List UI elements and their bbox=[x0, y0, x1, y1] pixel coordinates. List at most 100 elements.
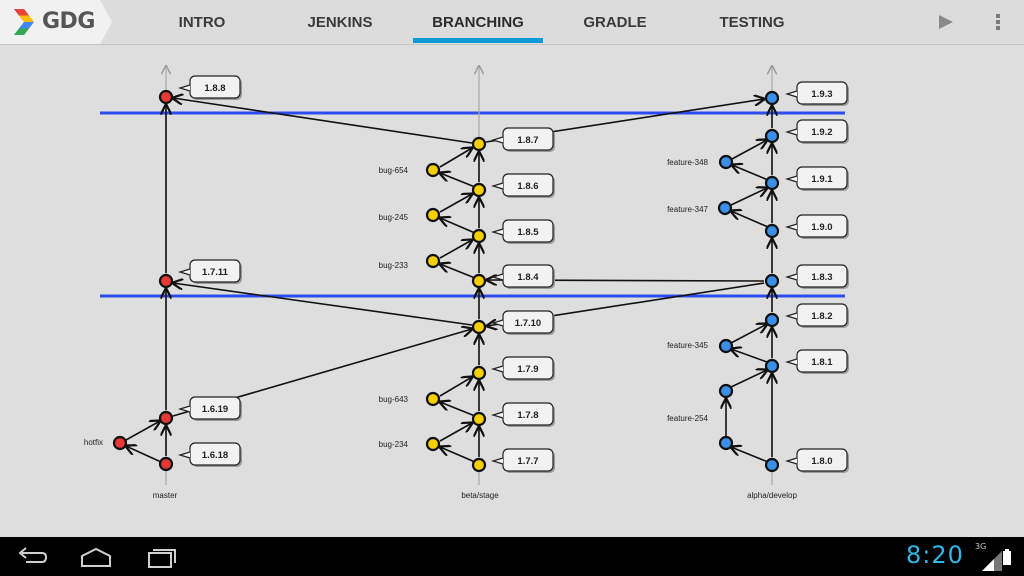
clock: 8:20 bbox=[906, 541, 964, 569]
version-label-master: 1.7.11 bbox=[177, 259, 242, 284]
commit-bug-3 bbox=[425, 391, 441, 407]
edge-bug-out bbox=[440, 447, 476, 463]
version-label-alpha-text: 1.8.0 bbox=[811, 456, 832, 467]
version-label-beta-text: 1.8.6 bbox=[517, 181, 538, 192]
commit-master-0 bbox=[158, 89, 174, 105]
version-label-alpha-pointer bbox=[784, 175, 798, 183]
commit-alpha-0 bbox=[764, 90, 780, 106]
version-label-beta-text: 1.7.9 bbox=[517, 364, 538, 375]
home-icon[interactable] bbox=[76, 542, 116, 572]
edge-feature-in bbox=[730, 370, 767, 388]
edge-feature-in bbox=[730, 188, 767, 206]
commit-alpha-6 bbox=[764, 358, 780, 374]
side-branch-bug: bug-643 bbox=[379, 395, 409, 404]
commit-bug-2 bbox=[425, 253, 441, 269]
recent-apps-icon[interactable] bbox=[141, 542, 181, 572]
tab-gradle[interactable]: GRADLE bbox=[583, 13, 647, 31]
edge-bug-out bbox=[440, 173, 476, 188]
version-label-beta-text: 1.8.7 bbox=[517, 135, 538, 146]
side-branch-feature: feature-347 bbox=[667, 205, 708, 214]
side-branch-hotfix: hotfix bbox=[84, 438, 103, 447]
version-label-master: 1.8.8 bbox=[177, 75, 242, 100]
version-label-alpha-pointer bbox=[784, 358, 798, 366]
version-label-master-text: 1.7.11 bbox=[202, 267, 229, 278]
version-label-beta: 1.8.7 bbox=[490, 127, 555, 152]
version-label-beta-text: 1.7.10 bbox=[515, 318, 541, 329]
tab-intro[interactable]: INTRO bbox=[178, 13, 226, 31]
release-line-1 bbox=[100, 111, 845, 115]
side-branch-bug: bug-233 bbox=[379, 261, 409, 270]
battery-icon bbox=[1003, 549, 1011, 565]
branching-diagram: 1.8.81.7.111.6.191.6.181.8.71.8.61.8.51.… bbox=[84, 45, 849, 500]
version-label-alpha-text: 1.8.1 bbox=[811, 357, 833, 368]
side-branch-bug: bug-654 bbox=[379, 166, 409, 175]
version-label-master-pointer bbox=[177, 405, 191, 413]
commit-alpha-1 bbox=[764, 128, 780, 144]
commit-bug-4 bbox=[425, 436, 441, 452]
version-label-beta-text: 1.8.5 bbox=[517, 227, 539, 238]
edge-feature-out bbox=[731, 447, 769, 463]
commit-alpha-7 bbox=[764, 457, 780, 473]
version-label-beta-text: 1.8.4 bbox=[517, 272, 539, 283]
tab-jenkins[interactable]: JENKINS bbox=[307, 13, 373, 31]
edge-bug-in bbox=[439, 194, 472, 213]
commit-hotfix bbox=[112, 435, 128, 451]
gdg-logo: GDG bbox=[0, 0, 112, 44]
tab-testing[interactable]: TESTING bbox=[719, 13, 785, 31]
edge-feature-in bbox=[730, 324, 767, 344]
edge-feature-in bbox=[731, 140, 767, 160]
commit-alpha-4 bbox=[764, 273, 780, 289]
version-label-beta-pointer bbox=[490, 228, 504, 236]
overflow-menu-icon[interactable] bbox=[990, 11, 1006, 33]
side-branch-bug: bug-245 bbox=[379, 213, 409, 222]
version-label-beta-pointer bbox=[490, 457, 504, 465]
action-bar: GDG INTRO JENKINS BRANCHING GRADLE TESTI… bbox=[0, 0, 1024, 45]
commit-beta-5 bbox=[471, 365, 487, 381]
version-label-beta: 1.8.6 bbox=[490, 173, 555, 198]
edge-hotfix-in bbox=[125, 421, 160, 441]
version-label-alpha: 1.8.2 bbox=[784, 303, 849, 328]
logo-text: GDG bbox=[42, 9, 95, 34]
edge-feature-out bbox=[732, 165, 769, 181]
branch-name-beta: beta/stage bbox=[461, 491, 499, 500]
version-label-alpha: 1.9.2 bbox=[784, 119, 849, 144]
version-label-beta-text: 1.7.8 bbox=[517, 410, 538, 421]
commit-master-2 bbox=[158, 410, 174, 426]
version-label-beta-pointer bbox=[490, 273, 504, 281]
commit-master-1 bbox=[158, 273, 174, 289]
version-label-master: 1.6.18 bbox=[177, 442, 242, 467]
commit-feature-0 bbox=[718, 154, 734, 170]
version-label-alpha-pointer bbox=[784, 223, 798, 231]
gdg-chevron-icon bbox=[14, 9, 34, 35]
version-label-alpha: 1.8.3 bbox=[784, 264, 849, 289]
commit-bug-0 bbox=[425, 162, 441, 178]
version-label-alpha: 1.8.1 bbox=[784, 349, 849, 374]
version-label-beta: 1.8.4 bbox=[490, 264, 555, 289]
version-label-alpha-pointer bbox=[784, 128, 798, 136]
release-lines bbox=[100, 111, 845, 298]
version-label-beta-text: 1.7.7 bbox=[517, 456, 538, 467]
version-label-master-text: 1.8.8 bbox=[204, 83, 225, 94]
active-tab-indicator bbox=[413, 38, 543, 43]
branch-name-alpha: alpha/develop bbox=[747, 491, 797, 500]
version-label-beta: 1.7.9 bbox=[490, 356, 555, 381]
commit-nodes bbox=[112, 89, 780, 473]
play-icon[interactable] bbox=[933, 11, 957, 33]
commit-beta-3 bbox=[471, 273, 487, 289]
edge-bug-in bbox=[439, 148, 472, 168]
commit-master-3 bbox=[158, 456, 174, 472]
network-type: 3G bbox=[975, 542, 987, 551]
commit-alpha-3 bbox=[764, 223, 780, 239]
version-label-master-pointer bbox=[177, 268, 191, 276]
version-label-beta-pointer bbox=[490, 411, 504, 419]
version-label-alpha-text: 1.9.3 bbox=[811, 89, 832, 100]
version-label-alpha: 1.9.3 bbox=[784, 81, 849, 106]
version-label-master-text: 1.6.18 bbox=[202, 450, 228, 461]
edge-merge bbox=[173, 98, 473, 144]
commit-feature-3 bbox=[718, 383, 734, 399]
edge-bug-out bbox=[440, 264, 476, 279]
tab-branching[interactable]: BRANCHING bbox=[432, 13, 524, 31]
back-icon[interactable] bbox=[12, 542, 52, 572]
commit-beta-7 bbox=[471, 457, 487, 473]
version-label-alpha: 1.8.0 bbox=[784, 448, 849, 473]
